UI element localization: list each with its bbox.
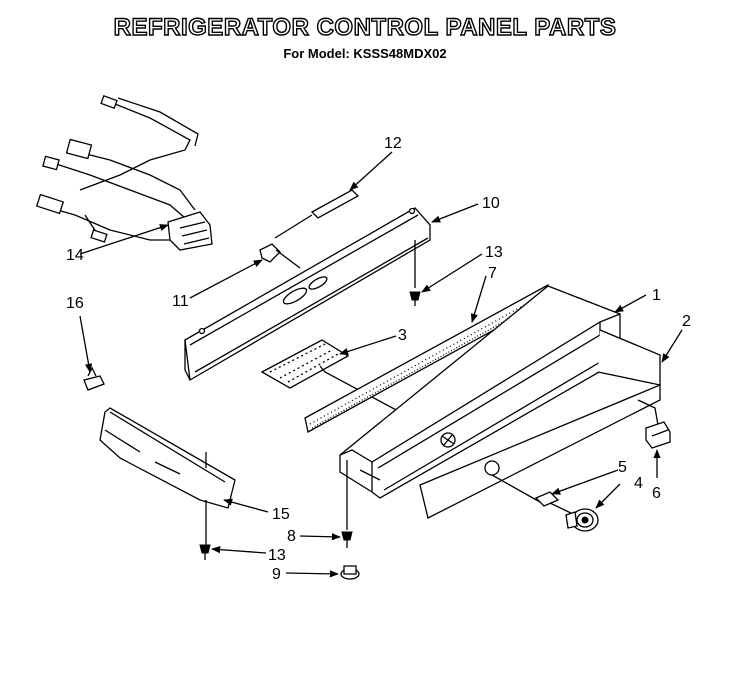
callout-9: 9 xyxy=(272,566,281,583)
wiring-harness xyxy=(35,95,213,251)
control-bracket xyxy=(184,207,431,382)
front-overlay xyxy=(419,329,661,519)
callout-2: 2 xyxy=(682,313,691,330)
knob-clip xyxy=(534,491,576,516)
callout-6: 6 xyxy=(652,485,661,502)
leveling-foot xyxy=(340,565,360,580)
diagram-title: REFRIGERATOR CONTROL PANEL PARTS xyxy=(113,13,617,41)
callout-labels: 12 10 13 7 1 2 3 11 14 16 15 5 4 6 8 13 … xyxy=(66,135,691,583)
callout-8: 8 xyxy=(287,528,296,545)
screw-upper xyxy=(409,240,421,306)
callout-4: 4 xyxy=(634,475,643,492)
callout-13-lower: 13 xyxy=(268,547,286,564)
callout-7: 7 xyxy=(488,265,497,282)
control-knob xyxy=(565,508,599,532)
callout-5: 5 xyxy=(618,459,627,476)
callout-13-upper: 13 xyxy=(485,244,503,261)
callout-11: 11 xyxy=(172,293,189,310)
callout-15: 15 xyxy=(272,506,290,523)
callout-1: 1 xyxy=(652,287,661,304)
diagram-subtitle: For Model: KSSS48MDX02 xyxy=(283,46,447,61)
control-housing xyxy=(339,285,621,499)
callout-12: 12 xyxy=(384,135,402,152)
callout-10: 10 xyxy=(482,195,500,212)
trim-piece xyxy=(99,407,236,545)
callout-16: 16 xyxy=(66,295,84,312)
screw-8 xyxy=(341,460,353,548)
thermistor xyxy=(274,189,360,239)
circuit-board xyxy=(260,339,416,421)
screw-lower xyxy=(199,544,211,560)
switch xyxy=(637,399,671,449)
leader-lines xyxy=(79,151,683,578)
connector xyxy=(259,243,301,269)
callout-3: 3 xyxy=(398,327,407,344)
wire-clip xyxy=(83,366,105,391)
callout-14: 14 xyxy=(66,247,84,264)
